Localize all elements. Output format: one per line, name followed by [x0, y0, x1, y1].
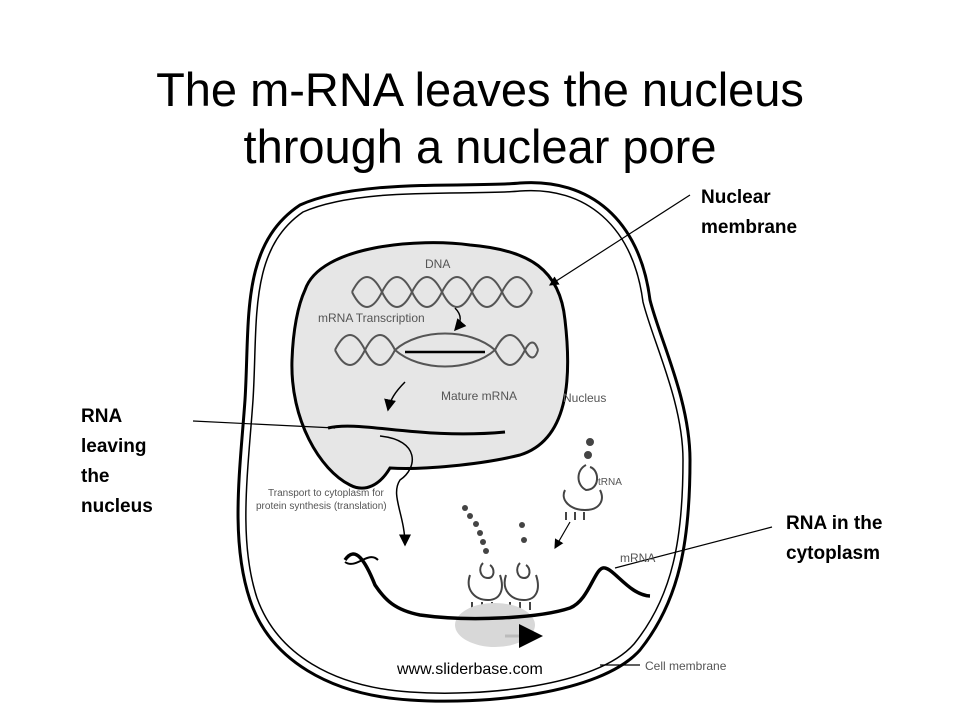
- rna-cytoplasm-callout: RNA in the cytoplasm: [786, 509, 882, 569]
- nuclear-membrane-pointer: [548, 194, 691, 286]
- mrna-transcription-label: mRNA Transcription: [318, 311, 425, 325]
- cell-membrane-inner: [245, 189, 684, 694]
- nuclear-membrane-callout: Nuclear membrane: [701, 183, 797, 243]
- rna-leaving-callout-line2: leaving: [81, 436, 147, 457]
- cell-membrane-outline: [236, 181, 692, 703]
- rna-cytoplasm-pointer: [614, 526, 773, 569]
- mrna-exit-strand: [379, 435, 414, 547]
- rna-leaving-callout-line4: nucleus: [81, 496, 153, 517]
- cytoplasm-mrna-strand: [343, 552, 651, 621]
- dna-helix: [351, 276, 533, 308]
- trna-free: [562, 438, 603, 520]
- dna-label: DNA: [425, 257, 450, 271]
- mature-arrow: [384, 381, 406, 412]
- nucleus-label: Nucleus: [563, 391, 606, 405]
- mature-mrna-label: Mature mRNA: [441, 389, 517, 403]
- trna-label: tRNA: [598, 477, 622, 488]
- nuclear-membrane-callout-line1: Nuclear: [701, 187, 771, 208]
- ribosome: [455, 603, 535, 647]
- peptide-chain: [462, 505, 527, 554]
- transport-label-line2: protein synthesis (translation): [256, 501, 387, 512]
- trna-arrow: [554, 521, 571, 550]
- cytoplasm-mrna-strand-2: [344, 556, 379, 565]
- cell-membrane-label: Cell membrane: [645, 659, 727, 673]
- nuclear-membrane-callout-line2: membrane: [701, 217, 798, 238]
- title-line-2: through a nuclear pore: [243, 120, 717, 174]
- mrna-label: mRNA: [620, 551, 655, 565]
- mature-mrna-strand: [327, 424, 506, 436]
- slide-title: The m-RNA leaves the nucleus through a n…: [0, 61, 960, 175]
- transcription-bubble: [334, 332, 539, 368]
- rna-cytoplasm-callout-line1: RNA in the: [786, 513, 883, 534]
- trna-on-ribosome: [467, 562, 539, 610]
- rna-cytoplasm-callout-line2: cytoplasm: [786, 543, 880, 564]
- rna-leaving-callout: RNA leaving the nucleus: [81, 402, 153, 522]
- watermark-link[interactable]: www.sliderbase.com: [395, 661, 545, 679]
- rna-leaving-callout-line3: the: [81, 466, 110, 487]
- transcription-arrow: [454, 307, 467, 332]
- title-line-1: The m-RNA leaves the nucleus: [156, 63, 804, 117]
- rna-leaving-callout-line1: RNA: [81, 406, 123, 427]
- rna-leaving-pointer: [192, 420, 336, 429]
- transport-label-line1: Transport to cytoplasm for: [268, 488, 384, 499]
